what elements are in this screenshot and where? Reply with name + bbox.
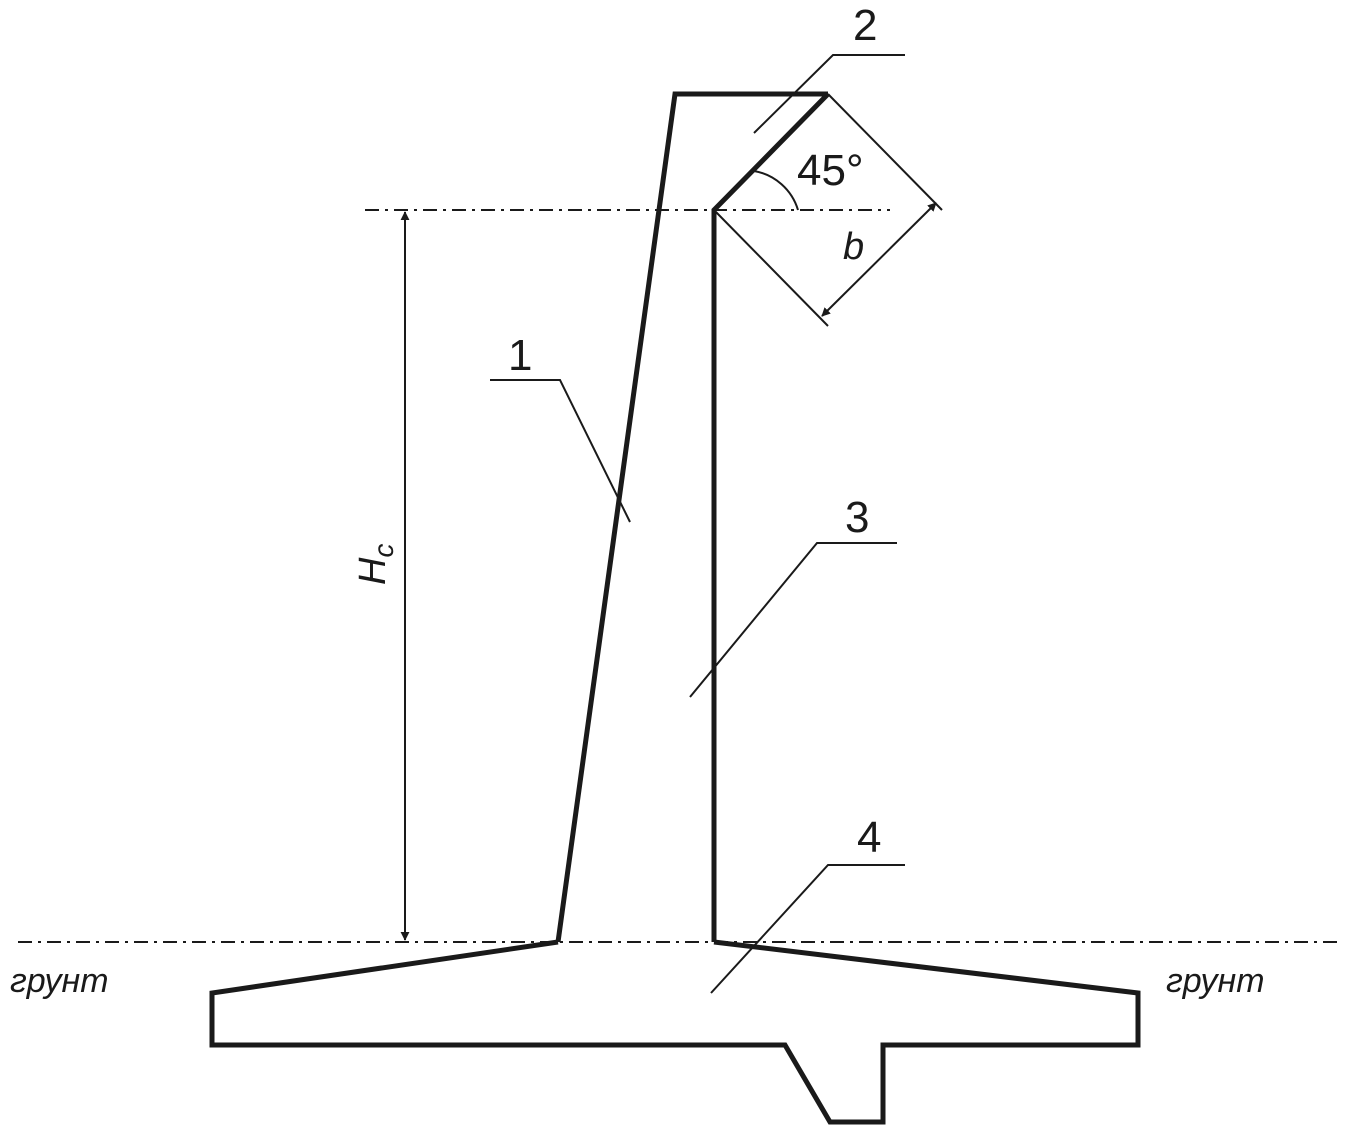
width-label: b <box>843 226 864 268</box>
label-item-4: 4 <box>857 813 881 862</box>
label-item-3: 3 <box>845 493 869 542</box>
label-item-2: 2 <box>853 1 877 50</box>
bevel-extension-line <box>827 93 943 211</box>
soil-label-right: грунт <box>1166 962 1265 1000</box>
leader-line-3 <box>689 542 897 698</box>
footing-outline <box>209 939 1141 1125</box>
soil-label-left: грунт <box>10 962 109 1000</box>
height-label-main: H <box>352 557 394 585</box>
label-item-1: 1 <box>508 331 532 380</box>
leader-line-1 <box>490 379 631 523</box>
leader-line-2 <box>753 54 905 134</box>
width-dimension-arrow <box>821 202 937 317</box>
bevel-perpendicular-line <box>713 209 829 327</box>
svg-text:Hc: Hc <box>352 544 399 585</box>
wall-inner-face-outline <box>711 92 830 942</box>
wall-stem-outline <box>555 91 828 943</box>
height-label-sub: c <box>368 544 399 558</box>
angle-arc <box>753 170 799 211</box>
angle-label: 45° <box>797 146 864 195</box>
leader-line-4 <box>710 864 905 994</box>
height-label: Hc <box>352 544 399 585</box>
